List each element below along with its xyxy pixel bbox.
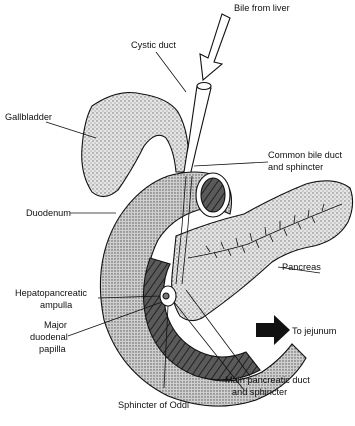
label-common-bile-duct-2: and sphincter [268,162,323,172]
bile-flow-arrow [200,14,230,80]
jejunum-arrow-icon [256,315,290,345]
label-hepatopancreatic: Hepatopancreatic [15,288,87,298]
label-to-jejunum: To jejunum [292,326,337,336]
label-ampulla: ampulla [40,300,73,310]
label-common-bile-duct: Common bile duct [268,150,342,160]
label-main-pancreatic-duct-2: and sphincter [232,387,287,397]
label-duodenal: duodenal [30,332,68,342]
label-main-pancreatic-duct: Main pancreatic duct [225,375,310,385]
label-bile-from-liver: Bile from liver [234,3,290,13]
label-pancreas: Pancreas [282,262,321,272]
label-cystic-duct: Cystic duct [131,40,176,50]
label-papilla: papilla [39,344,66,354]
label-duodenum: Duodenum [26,208,71,218]
hepatic-duct [182,83,211,177]
ampulla-papilla [160,286,176,306]
label-major: Major [44,320,67,330]
label-sphincter-of-oddi: Sphincter of Oddi [118,400,189,410]
label-gallbladder: Gallbladder [5,112,52,122]
